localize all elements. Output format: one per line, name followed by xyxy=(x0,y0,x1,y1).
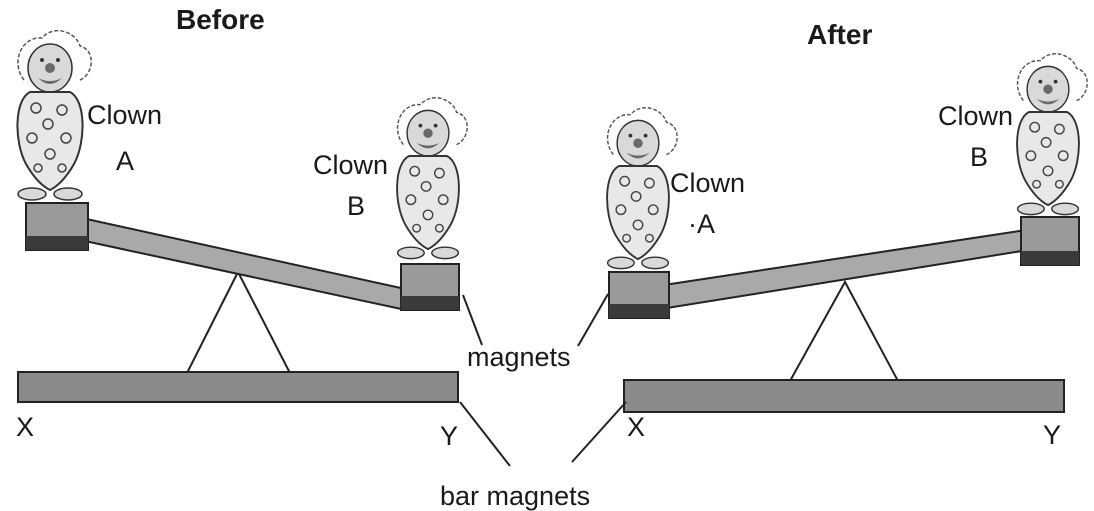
after-title: After xyxy=(807,19,872,50)
after-clown-a-label: Clown xyxy=(670,168,745,198)
after-x-label: X xyxy=(627,412,645,442)
before-magnet-a xyxy=(26,236,88,250)
after-scene xyxy=(607,54,1087,412)
after-clown-b-icon xyxy=(1017,54,1087,215)
pointer-bar-magnets-before xyxy=(460,402,510,466)
before-x-label: X xyxy=(16,412,34,442)
before-clown-b-icon xyxy=(397,98,467,259)
before-y-label: Y xyxy=(440,421,458,451)
before-clown-a-letter: A xyxy=(116,146,134,176)
after-fulcrum xyxy=(790,282,898,381)
after-clown-a-icon xyxy=(607,108,677,269)
after-bar-magnet xyxy=(624,380,1064,412)
after-clown-a-letter: ·A xyxy=(688,209,715,239)
bar-magnets-label: bar magnets xyxy=(440,481,590,511)
before-scene xyxy=(17,31,467,402)
after-seesaw-beam xyxy=(664,230,1028,308)
pointer-magnets-after xyxy=(578,294,608,346)
after-magnet-a xyxy=(609,304,669,318)
before-title: Before xyxy=(176,4,265,35)
before-seesaw-beam xyxy=(80,218,410,310)
before-bar-magnet xyxy=(18,372,458,402)
before-clown-a-icon xyxy=(17,31,91,200)
after-magnet-b xyxy=(1021,251,1079,265)
after-clown-b-letter: B xyxy=(970,142,988,172)
before-clown-a-label: Clown xyxy=(87,100,162,130)
magnets-label: magnets xyxy=(467,342,571,372)
pointer-magnets-before xyxy=(463,295,482,345)
after-clown-b-label: Clown xyxy=(938,101,1013,131)
pointer-bar-magnets-after xyxy=(572,402,626,462)
before-clown-b-letter: B xyxy=(347,191,365,221)
before-fulcrum xyxy=(185,272,292,377)
before-clown-b-label: Clown xyxy=(313,150,388,180)
after-y-label: Y xyxy=(1043,420,1061,450)
before-magnet-b xyxy=(401,296,459,310)
